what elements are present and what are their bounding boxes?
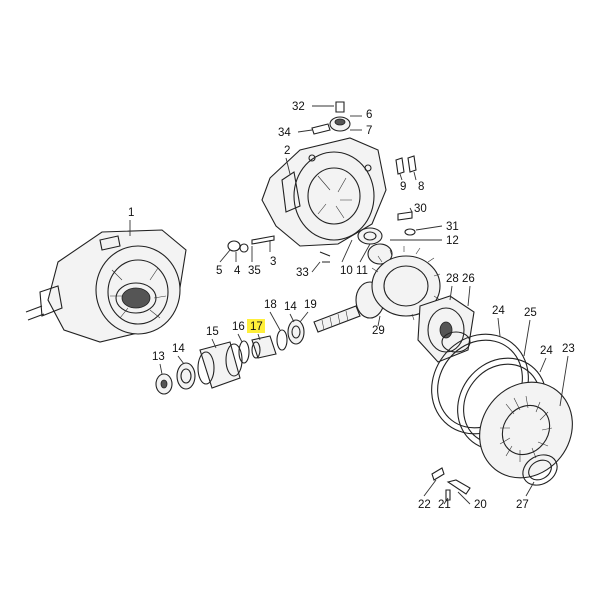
leader-line-c30	[409, 207, 413, 213]
leader-line-c5	[219, 249, 231, 263]
part-screws-30-31	[397, 211, 416, 236]
callout-label-c14b[interactable]: 14	[284, 301, 297, 313]
leader-line-c8	[413, 171, 417, 181]
part-bearing-19	[287, 319, 305, 345]
callout-label-c5[interactable]: 5	[216, 265, 222, 277]
callout-label-c28[interactable]: 28	[446, 273, 459, 285]
callout-label-c22[interactable]: 22	[418, 499, 431, 511]
callout-label-c13[interactable]: 13	[152, 351, 165, 363]
part-housing-assembly	[25, 229, 187, 343]
leader-line-c18	[269, 311, 281, 331]
leader-line-c17	[257, 333, 261, 341]
leader-line-c29	[377, 315, 381, 327]
part-spacer-17	[251, 335, 277, 359]
callout-label-c4[interactable]: 4	[234, 265, 241, 277]
leader-line-c28	[449, 285, 453, 301]
callout-label-c26[interactable]: 26	[462, 273, 475, 285]
part-seal-27	[522, 454, 558, 486]
part-cap	[329, 116, 351, 132]
leader-line-c25	[523, 319, 531, 357]
part-disc-23	[479, 381, 573, 479]
part-nut-13	[155, 373, 173, 395]
callout-label-c15[interactable]: 15	[206, 326, 219, 338]
leader-line-c26	[467, 285, 471, 307]
leader-line-c16	[237, 333, 243, 343]
leader-line-c11	[359, 243, 371, 263]
callout-label-c23[interactable]: 23	[562, 343, 575, 355]
part-bearing-10-11-12	[319, 227, 393, 265]
callout-label-c24b[interactable]: 24	[540, 345, 553, 357]
callout-label-c7[interactable]: 7	[366, 125, 372, 137]
part-screws-8-9	[395, 155, 417, 175]
callout-label-c20[interactable]: 20	[474, 499, 487, 511]
callout-label-c10[interactable]: 10	[340, 265, 353, 277]
part-bearing-housing-15	[197, 341, 243, 389]
callout-label-c21[interactable]: 21	[438, 499, 451, 511]
leader-line-c22	[423, 479, 437, 497]
leader-line-c14a	[177, 355, 185, 365]
callout-label-c24a[interactable]: 24	[492, 305, 505, 317]
callout-label-c31[interactable]: 31	[446, 221, 459, 233]
part-crown-wheel	[371, 246, 441, 321]
callout-label-c9[interactable]: 9	[400, 181, 406, 193]
part-carrier-26-28	[417, 295, 475, 363]
leader-line-c19	[299, 311, 309, 323]
leader-line-c20	[457, 491, 471, 505]
callout-label-c33[interactable]: 33	[296, 267, 309, 279]
part-oring-16	[238, 340, 250, 364]
callout-label-c6[interactable]: 6	[366, 109, 372, 121]
leader-line-c21	[443, 497, 449, 505]
callout-label-c17[interactable]: 17	[250, 321, 263, 333]
part-bolt-32	[335, 101, 345, 113]
leader-line-c2	[285, 157, 291, 175]
leader-line-c9	[399, 173, 403, 181]
leader-line-c27	[525, 481, 535, 497]
callout-label-c32[interactable]: 32	[292, 101, 305, 113]
leader-line-c33	[311, 261, 321, 273]
leader-line-c14b	[289, 313, 295, 323]
callout-label-c1[interactable]: 1	[128, 207, 134, 219]
callout-label-c2[interactable]: 2	[284, 145, 290, 157]
leader-line-c23	[559, 355, 569, 407]
callout-label-c34[interactable]: 34	[278, 127, 291, 139]
callout-label-c16[interactable]: 16	[232, 321, 245, 333]
callout-label-c30[interactable]: 30	[414, 203, 427, 215]
callout-label-c18[interactable]: 18	[264, 299, 277, 311]
callout-label-c27[interactable]: 27	[516, 499, 529, 511]
callout-label-c11[interactable]: 11	[356, 265, 368, 277]
callout-label-c14a[interactable]: 14	[172, 343, 185, 355]
leader-line-c24b	[539, 357, 547, 373]
leader-line-c13	[159, 363, 163, 375]
leader-line-c31	[415, 225, 443, 231]
leader-line-c34	[297, 129, 313, 133]
part-bearing-14	[176, 362, 196, 390]
highlight-box	[247, 319, 265, 333]
callout-label-c12[interactable]: 12	[446, 235, 459, 247]
part-bolts-20-21-22	[431, 467, 471, 501]
callout-label-c19[interactable]: 19	[304, 299, 317, 311]
leader-line-c24a	[497, 317, 501, 337]
callout-label-c29[interactable]: 29	[372, 325, 385, 337]
part-bolts-3-4-5-35	[227, 235, 275, 253]
part-housing-cover	[261, 137, 387, 247]
part-shim-18	[276, 329, 288, 351]
callout-label-c35[interactable]: 35	[248, 265, 261, 277]
leader-line-c15	[211, 338, 217, 349]
callout-label-c25[interactable]: 25	[524, 307, 537, 319]
part-bolt-34	[311, 123, 331, 135]
leader-line-c10	[341, 239, 353, 263]
callout-label-c8[interactable]: 8	[418, 181, 424, 193]
callout-label-c3[interactable]: 3	[270, 256, 276, 268]
